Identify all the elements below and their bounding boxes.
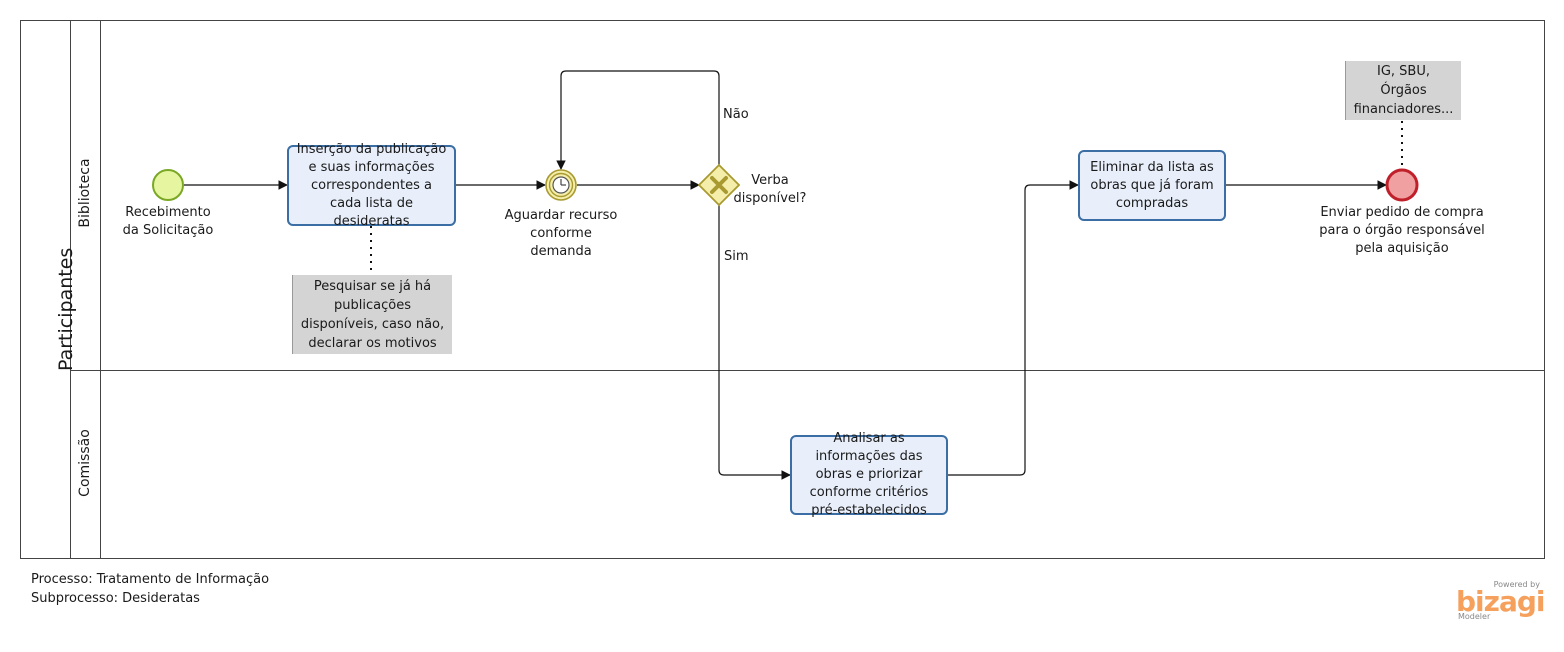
flow-analisar-to-eliminar bbox=[948, 180, 1079, 476]
gateway-yes-label: Sim bbox=[724, 249, 749, 264]
pool bbox=[20, 20, 1545, 559]
logo-product: Modeler bbox=[1458, 612, 1491, 621]
start-event bbox=[152, 169, 184, 201]
task-analisar[interactable]: Analisar as informações das obras e prio… bbox=[790, 431, 948, 518]
task-analisar-label: Analisar as informações das obras e prio… bbox=[809, 431, 929, 518]
end-event-label: Enviar pedido de compra para o órgão res… bbox=[1319, 205, 1485, 256]
task-eliminar[interactable]: Eliminar da lista as obras que já foram … bbox=[1078, 150, 1226, 221]
timer-event-label: Aguardar recurso conforme demanda bbox=[504, 208, 618, 259]
flow-gateway-no-loop bbox=[556, 70, 720, 170]
task-insercao-label: Inserção da publicação e suas informaçõe… bbox=[296, 141, 447, 229]
end-event bbox=[1385, 168, 1419, 202]
logo-brand: bizagi bbox=[1456, 585, 1545, 618]
task-insercao[interactable]: Inserção da publicação e suas informaçõe… bbox=[287, 142, 456, 229]
annotation-orgaos: IG, SBU, Órgãos financiadores... bbox=[1345, 61, 1461, 120]
lane-header-biblioteca: Biblioteca bbox=[70, 20, 101, 370]
gateway-no-label: Não bbox=[723, 107, 749, 122]
footer-processo: Processo: Tratamento de Informação bbox=[31, 572, 270, 587]
bizagi-logo: Powered by bizagi Modeler bbox=[1452, 580, 1545, 622]
exclusive-gateway-icon bbox=[697, 163, 741, 207]
flow-gateway-yes bbox=[718, 205, 791, 480]
logo-powered-by: Powered by bbox=[1493, 580, 1540, 589]
task-eliminar-label: Eliminar da lista as obras que já foram … bbox=[1090, 159, 1214, 211]
pool-header: Participantes bbox=[20, 20, 77, 559]
lane-divider bbox=[70, 370, 1545, 371]
annotation-pesquisar: Pesquisar se já há publicações disponíve… bbox=[292, 275, 452, 354]
annotation-pesquisar-text: Pesquisar se já há publicações disponíve… bbox=[300, 278, 445, 351]
start-event-label: Recebimento da Solicitação bbox=[122, 205, 214, 238]
lane-header-comissao: Comissão bbox=[70, 370, 101, 559]
gateway-label: Verba disponível? bbox=[733, 173, 807, 206]
footer-subprocesso: Subprocesso: Desideratas bbox=[31, 591, 200, 606]
annotation-orgaos-text: IG, SBU, Órgãos financiadores... bbox=[1353, 64, 1454, 117]
timer-event-icon bbox=[545, 169, 577, 201]
